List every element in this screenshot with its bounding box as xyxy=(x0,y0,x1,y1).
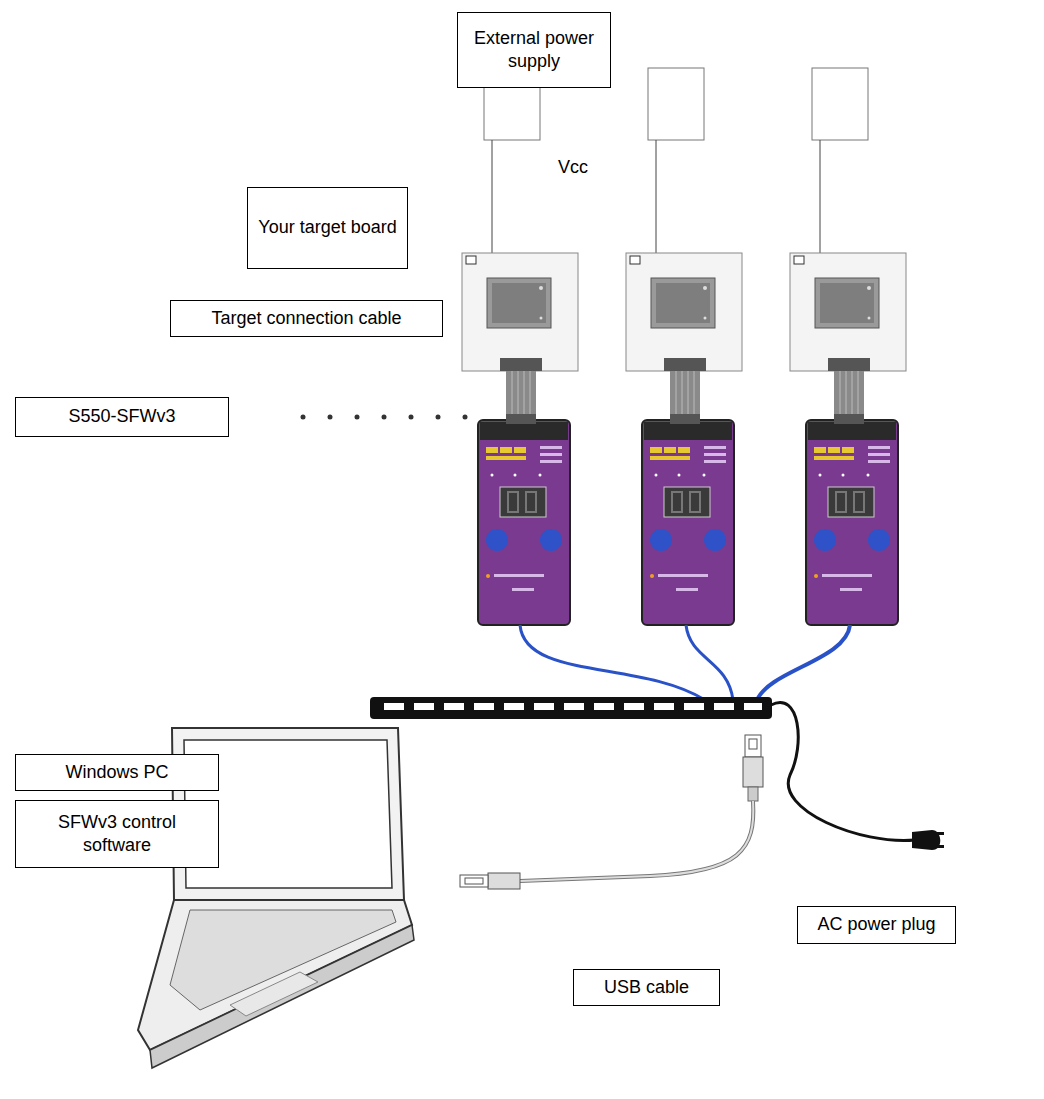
signal-label: Vcc xyxy=(558,157,588,178)
callout-text: External power supply xyxy=(466,27,602,74)
callout-text: AC power plug xyxy=(817,913,935,936)
callout-box: Windows PC xyxy=(15,754,219,791)
callout-box: Target connection cable xyxy=(170,300,443,337)
callout-text: Target connection cable xyxy=(211,307,401,330)
callout-box: S550-SFWv3 xyxy=(15,397,229,437)
callout-box: Your target board xyxy=(247,187,408,269)
callout-text: Windows PC xyxy=(65,761,168,784)
callout-box: SFWv3 control software xyxy=(15,800,219,868)
callout-text: Your target board xyxy=(258,216,396,239)
callout-text: S550-SFWv3 xyxy=(68,405,175,428)
callout-box: External power supply xyxy=(457,12,611,88)
callout-text: SFWv3 control software xyxy=(24,811,210,858)
callout-box: AC power plug xyxy=(797,906,956,944)
callout-text: USB cable xyxy=(604,976,689,999)
callout-box: USB cable xyxy=(573,969,720,1006)
